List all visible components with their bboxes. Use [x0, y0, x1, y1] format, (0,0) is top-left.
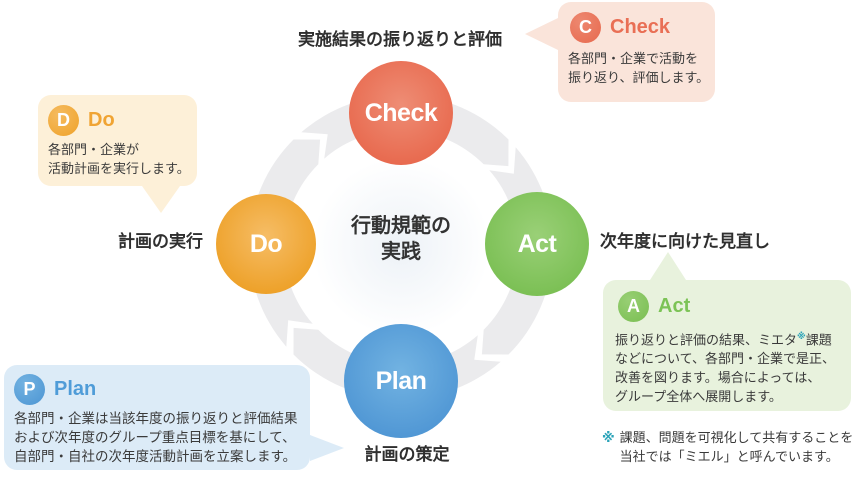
act-body-line1-text: 振り返りと評価の結果、ミエタ [615, 332, 798, 348]
footnote: ※ 課題、問題を可視化して共有することを 当社では「ミエル」と呼んでいます。 [602, 428, 853, 466]
act-body-reference-mark: ※ [797, 331, 806, 341]
act-callout-pointer [650, 252, 686, 280]
plan-circle-label: Plan [375, 366, 427, 395]
act-badge-icon: A [618, 291, 649, 322]
check-callout-pointer [525, 18, 558, 50]
check-body-line: 振り返り、評価します。 [568, 70, 710, 85]
footnote-line2: 当社では「ミエル」と呼んでいます。 [619, 449, 839, 464]
act-callout-title: Act [658, 295, 691, 317]
footnote-line1: 課題、問題を可視化して共有することを [619, 430, 854, 445]
plan-body-line: 各部門・企業は当該年度の振り返りと評価結果 [14, 411, 298, 426]
do-body-line: 各部門・企業が [48, 142, 140, 157]
check-circle-label: Check [364, 98, 438, 127]
check-callout-title: Check [610, 16, 671, 38]
act-body-line2: などについて、各部門・企業で是正、 [615, 351, 835, 367]
do-callout-pointer [142, 186, 180, 213]
check-circle: Check [349, 61, 453, 165]
plan-outer-label: 計画の策定 [364, 445, 450, 464]
footnote-text: 課題、問題を可視化して共有することを 当社では「ミエル」と呼んでいます。 [620, 428, 854, 466]
plan-callout-body: 各部門・企業は当該年度の振り返りと評価結果 および次年度のグループ重点目標を基に… [4, 405, 310, 466]
plan-body-line: 自部門・自社の次年度活動計画を立案します。 [14, 449, 297, 464]
act-callout-header: A Act [603, 280, 851, 322]
cycle-center-label-line2: 実践 [381, 241, 421, 263]
act-outer-label: 次年度に向けた見直し [600, 232, 770, 251]
plan-body-line: および次年度のグループ重点目標を基にして、 [14, 430, 296, 445]
act-callout: A Act 振り返りと評価の結果、ミエタ※課題 などについて、各部門・企業で是正… [603, 252, 851, 411]
do-callout-title: Do [88, 109, 115, 131]
check-callout: C Check 各部門・企業で活動を 振り返り、評価します。 [525, 2, 715, 102]
cycle-arrow-segment-plan-to-do [248, 139, 321, 347]
plan-callout-pointer [310, 435, 344, 461]
check-badge-icon: C [570, 12, 601, 43]
center-glow [311, 157, 491, 337]
do-callout-body: 各部門・企業が 活動計画を実行します。 [38, 136, 197, 178]
do-circle-label: Do [249, 229, 283, 258]
check-body-line: 各部門・企業で活動を [568, 51, 699, 66]
plan-callout-header: P Plan [4, 365, 310, 405]
do-callout-header: D Do [38, 95, 197, 136]
act-body-line3: 改善を図ります。場合によっては、 [615, 370, 821, 386]
plan-callout: P Plan 各部門・企業は当該年度の振り返りと評価結果 および次年度のグループ… [4, 365, 344, 470]
do-body-line: 活動計画を実行します。 [48, 161, 190, 176]
act-body-line1-tail: 課題 [805, 332, 832, 348]
check-callout-header: C Check [558, 2, 715, 43]
do-circle: Do [216, 194, 316, 294]
cycle-center-label: 行動規範の 実践 [321, 213, 481, 265]
act-circle-label: Act [517, 229, 557, 258]
plan-callout-title: Plan [54, 378, 97, 400]
act-body-line1: 振り返りと評価の結果、ミエタ※課題 [615, 327, 851, 349]
footnote-reference-mark: ※ [602, 430, 615, 445]
act-circle: Act [485, 192, 589, 296]
do-badge-icon: D [48, 105, 79, 136]
check-callout-body: 各部門・企業で活動を 振り返り、評価します。 [558, 43, 715, 87]
act-body-line4: グループ全体へ展開します。 [615, 389, 782, 405]
act-callout-body: 振り返りと評価の結果、ミエタ※課題 などについて、各部門・企業で是正、 改善を図… [603, 322, 851, 406]
cycle-center-label-line1: 行動規範の [351, 215, 451, 237]
do-outer-label: 計画の実行 [118, 232, 203, 251]
plan-circle: Plan [344, 324, 458, 438]
plan-badge-icon: P [14, 374, 45, 405]
do-callout: D Do 各部門・企業が 活動計画を実行します。 [38, 95, 197, 213]
check-outer-label: 実施結果の振り返りと評価 [298, 30, 502, 49]
